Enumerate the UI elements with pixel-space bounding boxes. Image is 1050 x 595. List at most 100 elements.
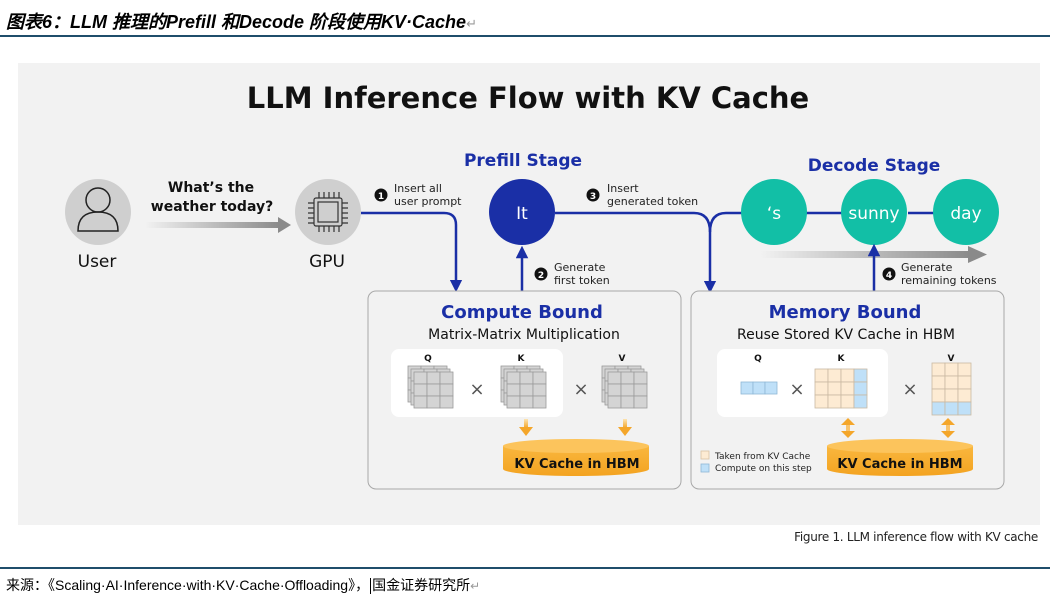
decode-token-text: ‘s xyxy=(767,204,781,224)
flow-line-decode-to-memory xyxy=(708,211,742,233)
step-3-badge-icon xyxy=(586,188,600,202)
k-label: K xyxy=(518,354,526,364)
multiply-icon: × xyxy=(789,379,804,400)
decode-token-node: ‘s xyxy=(741,179,807,245)
kv-readwrite-arrow xyxy=(941,418,955,438)
source-org: 国金证券研究所 xyxy=(372,577,471,593)
decode-token-text: sunny xyxy=(848,204,899,224)
q-matrix-stack xyxy=(407,365,454,409)
legend-label-cached: Taken from KV Cache xyxy=(714,452,811,462)
k-label: K xyxy=(838,354,846,364)
legend-swatch-computed xyxy=(700,463,710,473)
multiply-icon: × xyxy=(902,379,917,400)
matrix-cell xyxy=(814,368,829,383)
matrix-cell xyxy=(853,368,868,383)
step-4-badge-icon xyxy=(882,267,896,281)
matrix-cell xyxy=(532,395,547,409)
memory-bound-title: Memory Bound xyxy=(769,302,922,323)
matrix-cell xyxy=(853,394,868,409)
matrix-cell xyxy=(840,381,855,396)
v-label: V xyxy=(619,354,626,364)
matrix-cell xyxy=(519,395,534,409)
q-label: Q xyxy=(424,354,432,364)
step-3-label: 3 Insert generated token xyxy=(586,182,698,208)
matrix-cell xyxy=(853,381,868,396)
kv-cache-cylinder: KV Cache in HBM xyxy=(503,439,649,476)
matrix-cell xyxy=(426,395,441,409)
matrix-cell xyxy=(931,388,946,403)
svg-text:Generate: Generate xyxy=(554,261,606,274)
k-matrix-stack xyxy=(500,365,547,409)
decode-token-node: sunny xyxy=(841,179,907,245)
svg-text:Insert: Insert xyxy=(607,182,639,195)
decode-token-text: day xyxy=(950,204,981,224)
matrix-cell xyxy=(764,381,778,395)
kv-cache-label: KV Cache in HBM xyxy=(837,457,962,472)
matrix-cell xyxy=(814,394,829,409)
svg-text:4: 4 xyxy=(886,271,892,281)
matrix-cell xyxy=(957,362,972,377)
matrix-cell xyxy=(413,371,428,385)
step-1-label: 1 Insert all user prompt xyxy=(374,182,462,208)
diagram-title: LLM Inference Flow with KV Cache xyxy=(247,81,809,115)
matrix-cell xyxy=(931,375,946,390)
svg-text:Insert all: Insert all xyxy=(394,182,442,195)
matrix-cell xyxy=(532,383,547,397)
svg-text:1: 1 xyxy=(378,192,384,202)
matrix-cell xyxy=(620,371,635,385)
matrix-cell xyxy=(827,394,842,409)
matrix-cell xyxy=(633,371,648,385)
matrix-cell xyxy=(519,383,534,397)
decode-progress-arrow xyxy=(760,246,987,263)
prompt-arrow xyxy=(145,217,291,233)
return-mark-icon: ↵ xyxy=(466,16,477,31)
decode-stage-title: Decode Stage xyxy=(808,156,941,176)
prompt-text-line2: weather today? xyxy=(151,199,273,215)
matrix-cell xyxy=(633,395,648,409)
v-label: V xyxy=(948,354,955,364)
matrix-cell xyxy=(957,401,972,416)
multiply-icon: × xyxy=(573,379,588,400)
return-mark-icon: ↵ xyxy=(470,579,481,593)
gpu-label: GPU xyxy=(309,252,345,272)
kv-readwrite-arrow xyxy=(841,418,855,438)
step-4-label: 4 Generate remaining tokens xyxy=(882,261,997,287)
multiply-icon: × xyxy=(469,379,484,400)
svg-text:remaining tokens: remaining tokens xyxy=(901,274,997,287)
kv-cache-cylinder: KV Cache in HBM xyxy=(827,439,973,476)
gpu-node: GPU xyxy=(295,179,361,272)
chip-icon xyxy=(308,192,348,232)
compute-bound-subtitle: Matrix-Matrix Multiplication xyxy=(428,327,620,343)
matrix-cell xyxy=(814,381,829,396)
matrix-cell xyxy=(931,362,946,377)
prompt-text-line1: What’s the xyxy=(168,180,254,196)
svg-text:first token: first token xyxy=(554,274,610,287)
prefill-stage-title: Prefill Stage xyxy=(464,151,582,171)
v-matrix-stack xyxy=(601,365,648,409)
svg-text:generated token: generated token xyxy=(607,195,698,208)
k-matrix xyxy=(814,368,868,409)
bottom-rule xyxy=(0,567,1050,569)
svg-text:Generate: Generate xyxy=(901,261,953,274)
compute-bound-box: Compute Bound Matrix-Matrix Multiplicati… xyxy=(367,290,682,490)
matrix-cell xyxy=(957,388,972,403)
q-vector xyxy=(740,381,778,395)
matrix-cell xyxy=(413,395,428,409)
figure-label: Figure 1. LLM inference flow with KV cac… xyxy=(794,530,1038,544)
user-icon xyxy=(77,187,119,232)
matrix-cell xyxy=(752,381,766,395)
step-1-badge-icon xyxy=(374,188,388,202)
prefill-token-text: It xyxy=(516,204,528,224)
matrix-cell xyxy=(607,383,622,397)
step-2-label: 2 Generate first token xyxy=(534,261,610,287)
matrix-cell xyxy=(426,383,441,397)
matrix-cell xyxy=(506,371,521,385)
legend: Taken from KV Cache Compute on this step xyxy=(700,450,812,474)
q-label: Q xyxy=(754,354,762,364)
svg-text:3: 3 xyxy=(590,192,596,202)
top-rule xyxy=(0,35,1050,37)
matrix-cell xyxy=(931,401,946,416)
kv-write-arrow xyxy=(519,419,533,436)
kv-write-arrow xyxy=(618,419,632,436)
